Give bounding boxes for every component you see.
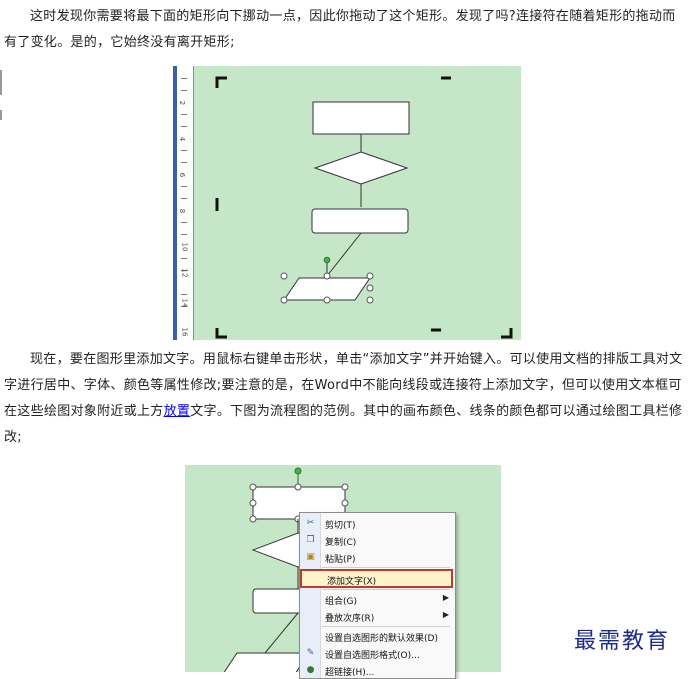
ruler-tick xyxy=(181,162,187,163)
menu-separator xyxy=(322,626,450,627)
ruler-tick xyxy=(181,258,187,259)
menu-item-default-effect[interactable]: 设置自选图形的默认效果(D) xyxy=(300,628,455,645)
menu-item-paste[interactable]: ▣ 粘贴(P) xyxy=(300,549,455,566)
margin-marker xyxy=(0,70,2,95)
menu-item-format-shape[interactable]: ✎ 设置自选图形格式(O)... xyxy=(300,645,455,662)
scissors-icon: ✂ xyxy=(306,518,315,528)
menu-item-label: 设置自选图形格式(O)... xyxy=(325,651,420,661)
submenu-arrow-icon: ▶ xyxy=(442,593,449,602)
rotation-handle xyxy=(294,467,302,475)
menu-item-add-text[interactable]: 添加文字(X) xyxy=(300,569,453,588)
menu-separator xyxy=(322,589,450,590)
menu-item-copy[interactable]: ❐ 复制(C) xyxy=(300,532,455,549)
flowchart-rect-top xyxy=(312,101,410,135)
canvas-corner-marks xyxy=(215,76,513,339)
vertical-ruler: 2 4 6 8 10 12 14 16 xyxy=(173,66,194,340)
selection-handles xyxy=(280,272,374,304)
ruler-tick xyxy=(181,126,187,127)
paragraph-1-text: 这时发现你需要将最下面的矩形向下挪动一点，因此你拖动了这个矩形。发现了吗?连接符… xyxy=(4,9,676,50)
connector-3 xyxy=(264,612,299,654)
ruler-tick xyxy=(181,78,187,79)
menu-item-group[interactable]: 组合(G) ▶ xyxy=(300,591,455,608)
ruler-tick xyxy=(181,306,187,307)
menu-item-label: 叠放次序(R) xyxy=(325,614,375,624)
menu-item-cut[interactable]: ✂ 剪切(T) xyxy=(300,515,455,532)
selection-handles xyxy=(249,483,349,523)
menu-item-label: 添加文字(X) xyxy=(327,577,377,587)
ruler-tick xyxy=(181,186,187,187)
hyperlink-icon: ● xyxy=(306,665,315,675)
menu-item-label: 复制(C) xyxy=(325,538,357,548)
ruler-tick xyxy=(181,222,187,223)
ruler-tick xyxy=(181,114,187,115)
connector-3 xyxy=(326,232,362,277)
flowchart-drawing-1 xyxy=(215,76,513,339)
watermark-logo: 最需教育 xyxy=(574,629,671,654)
flowchart-parallelogram xyxy=(283,277,371,301)
flowchart-parallelogram xyxy=(223,652,310,672)
menu-item-label: 粘贴(P) xyxy=(325,555,356,565)
ruler-tick xyxy=(181,234,187,235)
format-icon: ✎ xyxy=(306,648,315,658)
ruler-tick xyxy=(181,90,187,91)
context-menu: ✂ 剪切(T) ❐ 复制(C) ▣ 粘贴(P) 添加文字(X) 组合(G) ▶ … xyxy=(299,512,456,679)
paragraph-2-text: 现在，要在图形里添加文字。用鼠标右键单击形状，单击“添加文字”并开始键入。可以使… xyxy=(4,352,683,419)
paragraph-2: 现在，要在图形里添加文字。用鼠标右键单击形状，单击“添加文字”并开始键入。可以使… xyxy=(4,347,688,451)
ruler-tick xyxy=(181,150,187,151)
rotation-handle xyxy=(323,256,331,264)
menu-icon-gutter xyxy=(300,513,321,678)
margin-marker xyxy=(0,110,2,120)
ruler-bar xyxy=(173,66,177,340)
menu-item-label: 组合(G) xyxy=(325,597,357,607)
menu-item-order[interactable]: 叠放次序(R) ▶ xyxy=(300,608,455,625)
ruler-tick xyxy=(181,198,187,199)
paragraph-1: 这时发现你需要将最下面的矩形向下挪动一点，因此你拖动了这个矩形。发现了吗?连接符… xyxy=(4,4,688,56)
menu-item-label: 设置自选图形的默认效果(D) xyxy=(325,634,438,644)
copy-icon: ❐ xyxy=(306,535,315,545)
paste-icon: ▣ xyxy=(306,552,315,562)
flowchart-rect-middle xyxy=(311,208,409,234)
menu-separator xyxy=(322,567,450,568)
menu-item-hyperlink[interactable]: ● 超链接(H)... xyxy=(300,662,455,679)
flowchart-diamond xyxy=(313,151,409,185)
ruler-tick xyxy=(181,294,187,295)
ruler-tick xyxy=(181,270,187,271)
flowchart-canvas-1[interactable]: 2 4 6 8 10 12 14 16 xyxy=(173,66,521,340)
paragraph-2-text-end: 文字。下图为流程图的范例。其中的画布颜色、线条的颜色都可以通过绘图工具栏修改; xyxy=(4,404,683,445)
placement-link[interactable]: 放置 xyxy=(163,404,191,419)
submenu-arrow-icon: ▶ xyxy=(442,610,449,619)
menu-item-label: 剪切(T) xyxy=(325,521,356,531)
